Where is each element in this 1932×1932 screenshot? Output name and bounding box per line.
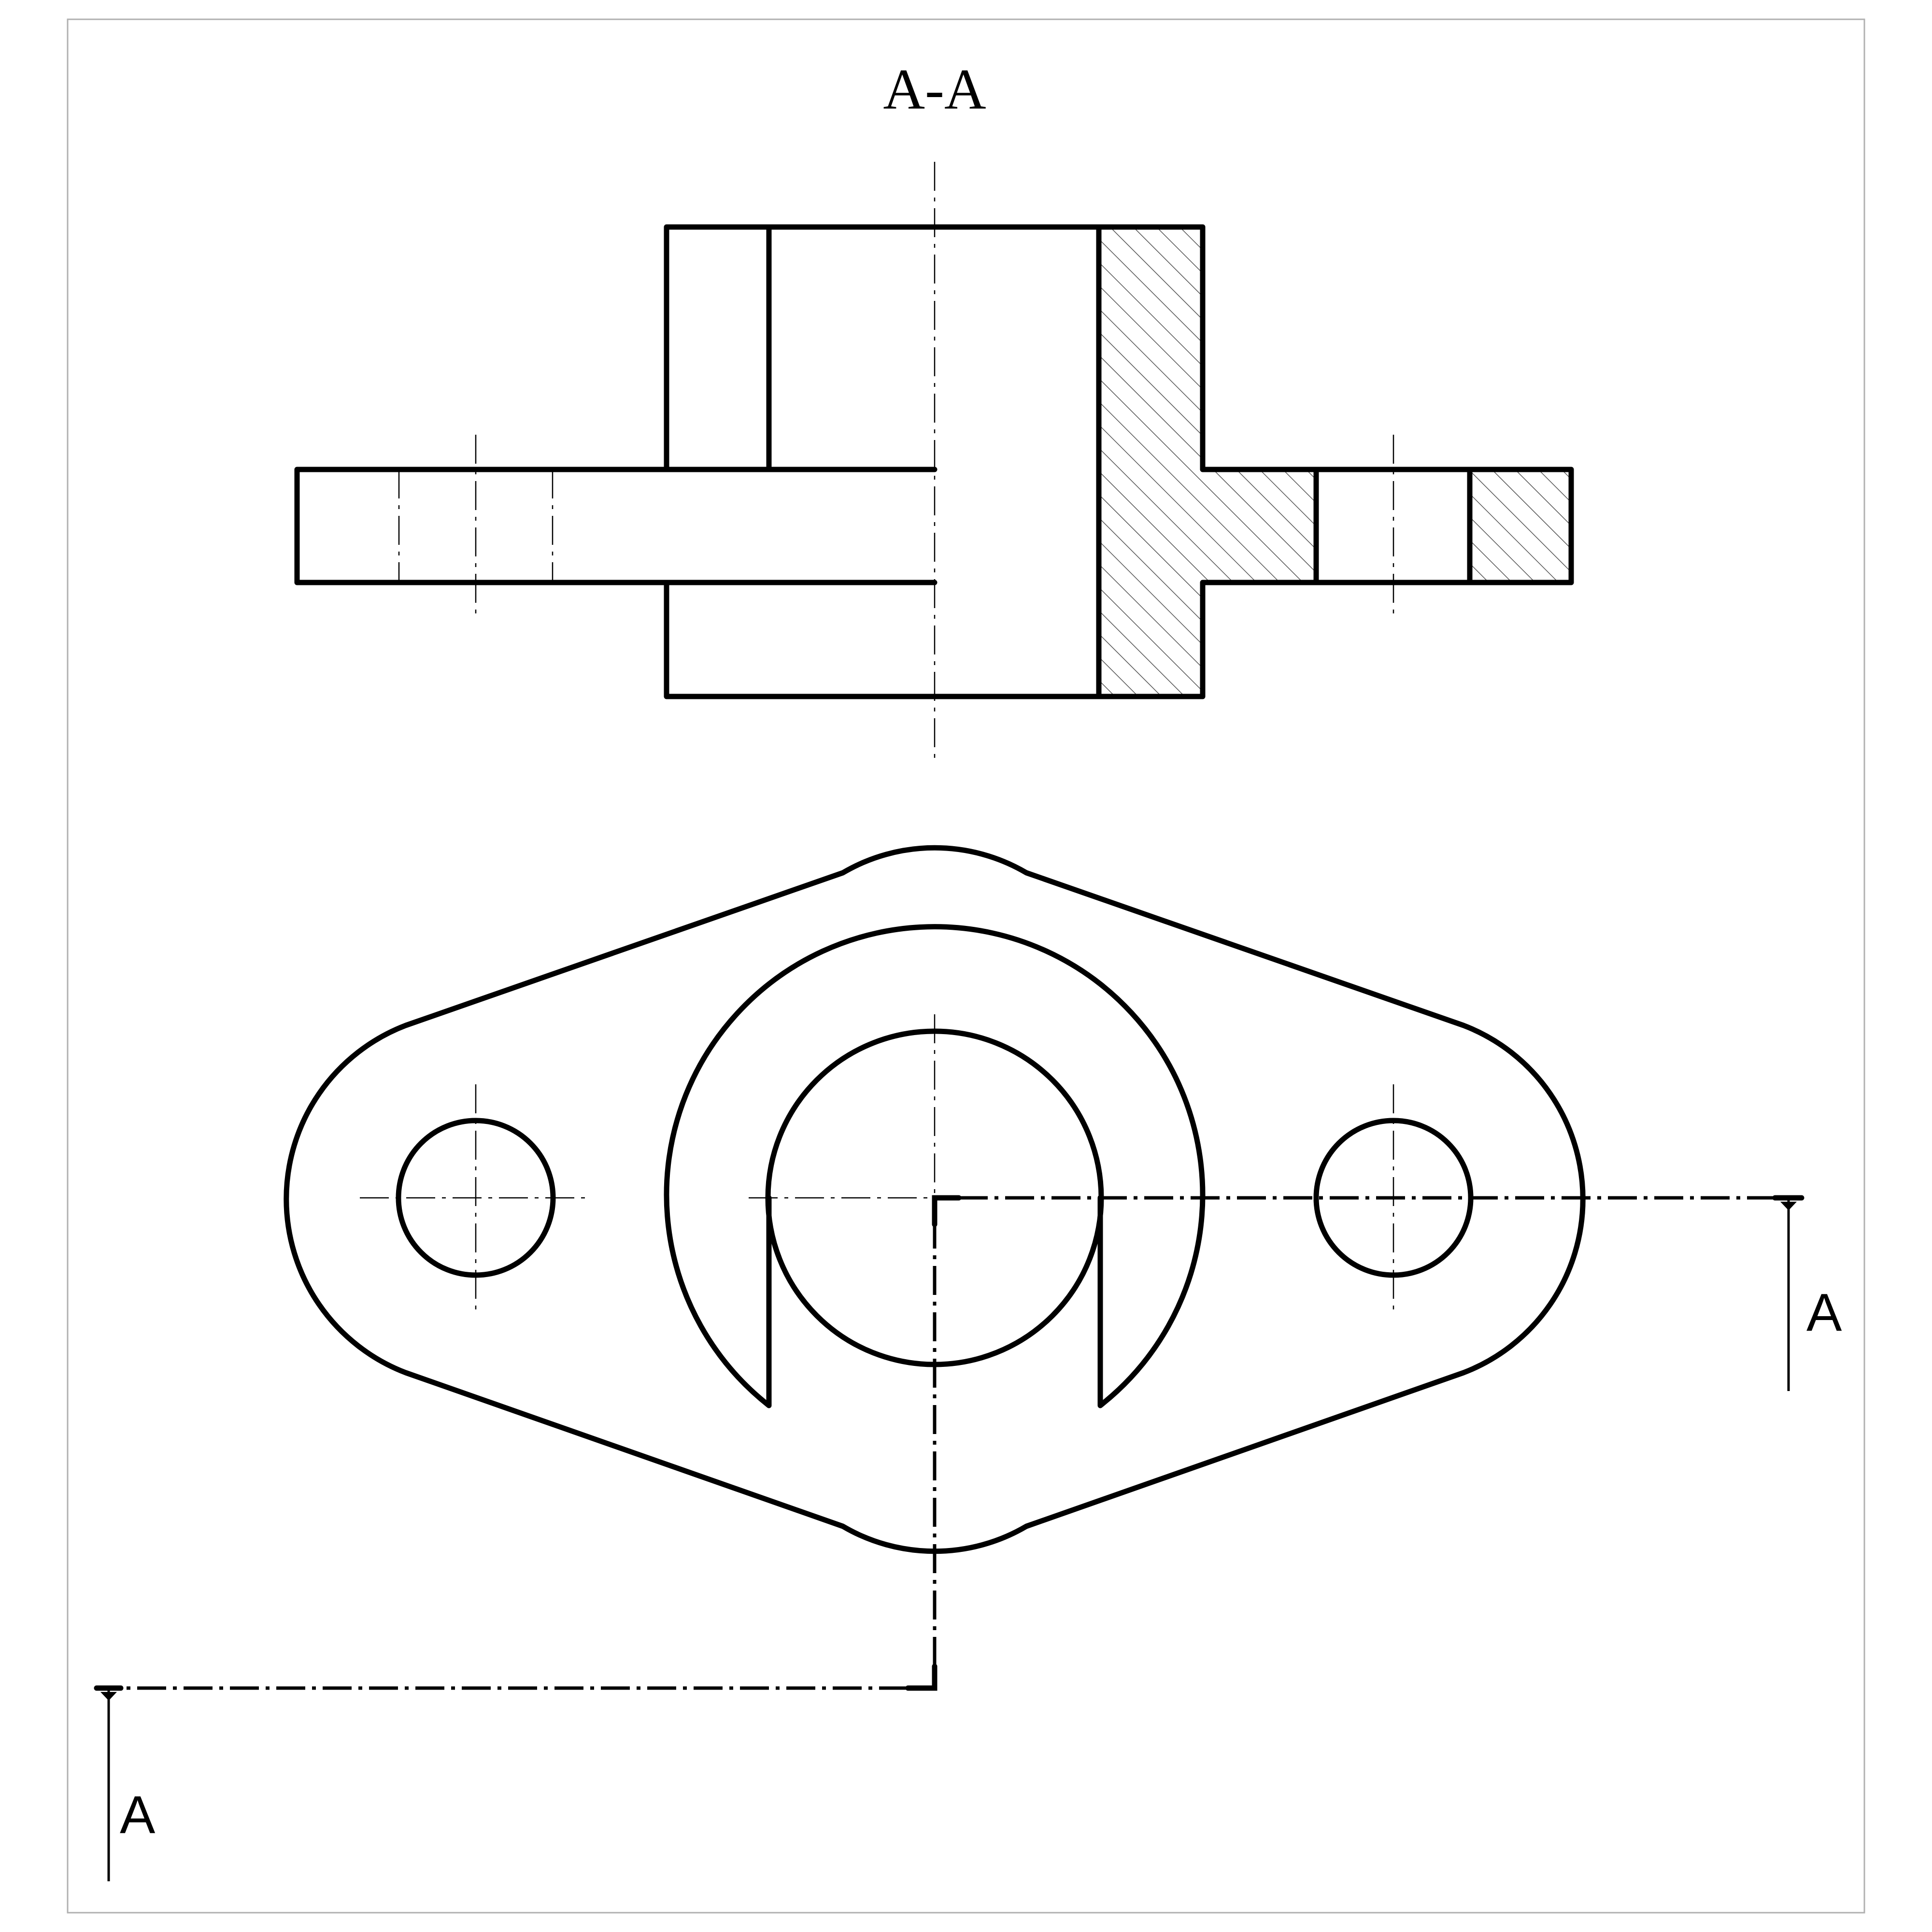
sheet-border	[67, 18, 1865, 1914]
section-view	[294, 162, 1574, 763]
section-title: A-A	[883, 57, 986, 121]
cut-bend-upper	[932, 1195, 962, 1227]
view-arrowhead-left	[100, 1692, 117, 1701]
hatch-region-center	[1099, 227, 1316, 696]
outer-contour	[284, 845, 1586, 1554]
cut-label-right: A	[1806, 1283, 1842, 1342]
cut-label-left: A	[120, 1785, 156, 1845]
cut-bend-lower	[905, 1663, 938, 1691]
boss-c-outline	[664, 924, 1206, 1408]
flange-left-outline	[294, 467, 938, 585]
view-arrowhead-right	[1780, 1202, 1797, 1210]
cutting-plane: A A	[94, 1195, 1842, 1881]
hatch-region-flange	[1470, 469, 1571, 582]
